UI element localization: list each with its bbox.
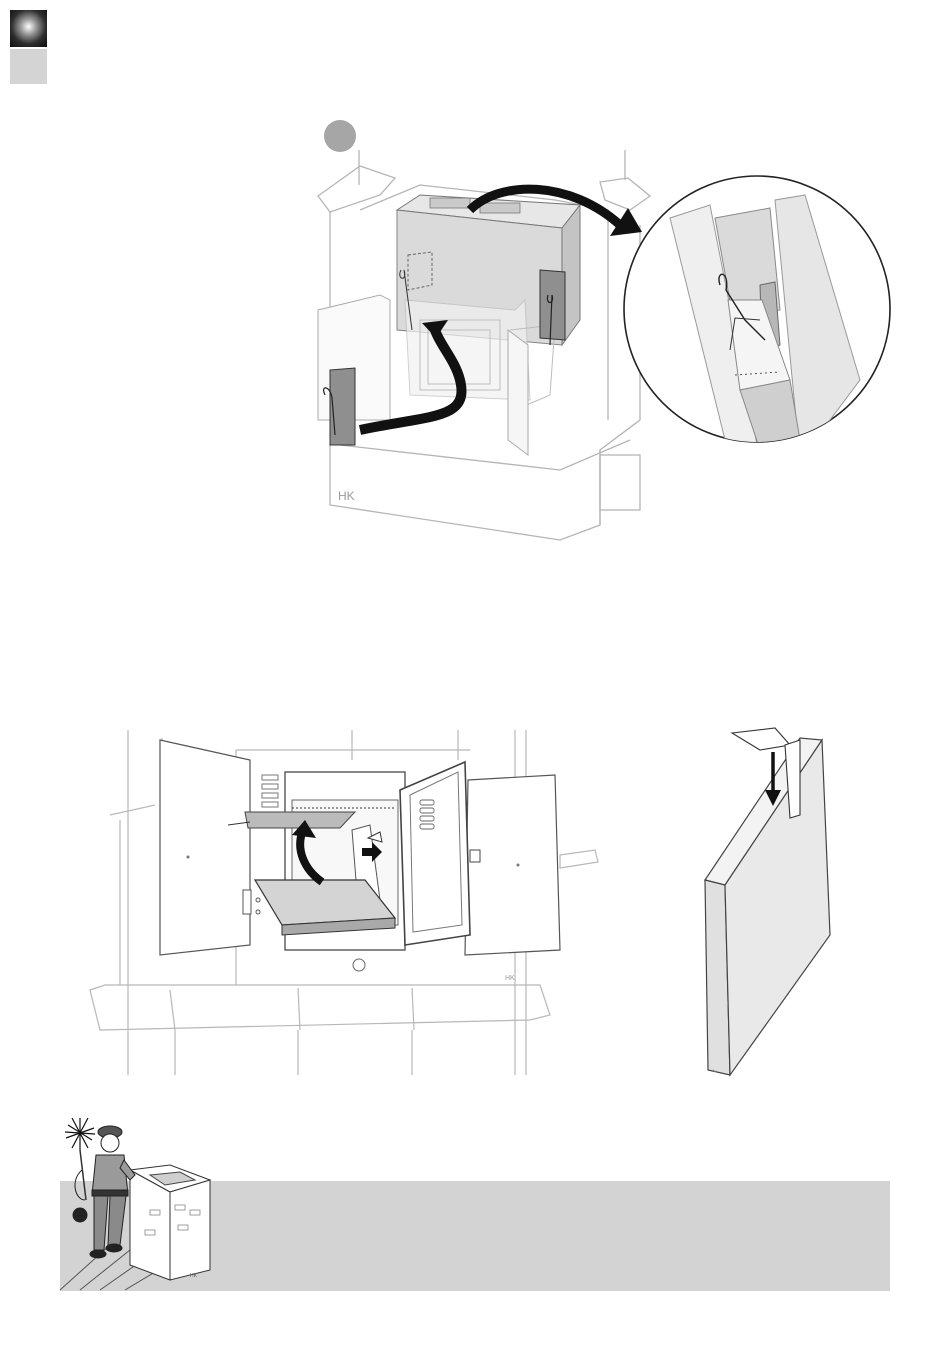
chimney-sweep (73, 1126, 135, 1258)
chimney-sweep-illustration: HK (55, 1110, 220, 1300)
detail-zoom-circle (624, 176, 890, 460)
insulation-plate (705, 738, 830, 1075)
signature-tip: HK (190, 1273, 198, 1279)
side-door-right (465, 775, 560, 955)
stove-baffle-illustration: HK (0, 0, 950, 560)
glass-door (400, 762, 470, 945)
baffle-plate-right (540, 270, 565, 345)
signature-top: HK (338, 489, 355, 503)
signature-bottom: HK (505, 975, 515, 982)
svg-text:↘: ↘ (712, 1068, 716, 1074)
plate-with-clip-illustration: ↘ (690, 725, 840, 1085)
chimney (130, 1165, 210, 1280)
sweep-brush (65, 1118, 95, 1150)
baffle-plate (245, 812, 355, 828)
side-door-left (160, 740, 250, 955)
stove-front-illustration: HK (0, 720, 620, 1090)
step-marker-circle (324, 120, 356, 152)
